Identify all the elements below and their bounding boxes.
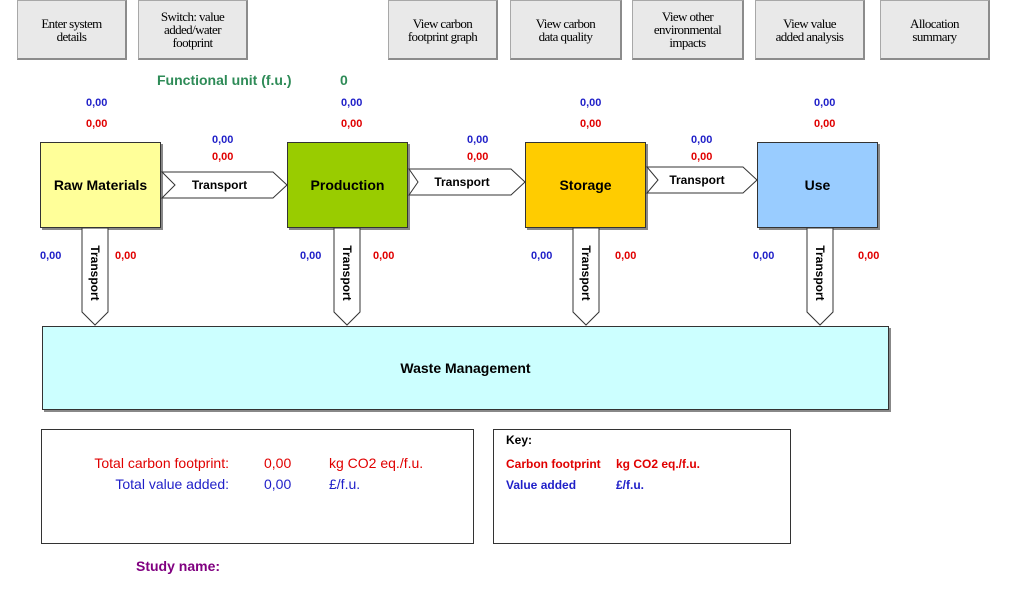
stage-label: Storage <box>559 177 612 193</box>
arrow-right-icon <box>646 166 758 194</box>
total-carbon-value: 0,00 <box>264 455 292 471</box>
key-carbon-unit: kg CO2 eq./f.u. <box>616 457 701 471</box>
stage-label: Use <box>804 177 831 193</box>
transport-carbon: 0,00 <box>467 151 489 163</box>
transport-carbon: 0,00 <box>212 151 234 163</box>
stage-value-added: 0,00 <box>341 97 363 109</box>
arrow-down-icon <box>81 228 109 326</box>
key-value-added-unit: £/f.u. <box>616 478 645 492</box>
waste-transport-carbon: 0,00 <box>858 250 880 262</box>
waste-transport-value-added: 0,00 <box>753 250 775 262</box>
transport-label: Transport <box>669 173 725 187</box>
transport-label: Transport <box>88 245 102 301</box>
stage-value-added: 0,00 <box>814 97 836 109</box>
stage-carbon: 0,00 <box>341 118 363 130</box>
waste-transport-arrow[interactable]: Transport <box>806 228 834 326</box>
stage-label: Raw Materials <box>53 177 148 193</box>
total-carbon-unit: kg CO2 eq./f.u. <box>329 455 424 471</box>
transport-label: Transport <box>191 178 248 192</box>
waste-management-box[interactable]: Waste Management <box>42 326 889 410</box>
waste-transport-carbon: 0,00 <box>615 250 637 262</box>
total-value-added-unit: £/f.u. <box>329 476 361 492</box>
arrow-down-icon <box>806 228 834 326</box>
waste-transport-arrow[interactable]: Transport <box>333 228 361 326</box>
transport-label: Transport <box>340 245 354 301</box>
transport-value-added: 0,00 <box>212 134 234 146</box>
enter-system-details-button[interactable]: Enter system details <box>17 0 127 60</box>
view-value-added-analysis-button[interactable]: View value added analysis <box>755 0 865 60</box>
waste-transport-value-added: 0,00 <box>300 250 322 262</box>
allocation-summary-button[interactable]: Allocation summary <box>880 0 990 60</box>
transport-label: Transport <box>434 175 490 189</box>
transport-arrow[interactable]: Transport <box>646 166 758 194</box>
functional-unit-label: Functional unit (f.u.) <box>157 72 292 88</box>
transport-arrow[interactable]: Transport <box>161 171 288 199</box>
key-panel: Key: Carbon footprint kg CO2 eq./f.u. Va… <box>493 429 791 544</box>
waste-transport-arrow[interactable]: Transport <box>572 228 600 326</box>
transport-value-added: 0,00 <box>691 134 713 146</box>
arrow-right-icon <box>161 171 288 199</box>
stage-value-added: 0,00 <box>580 97 602 109</box>
stage-carbon: 0,00 <box>814 118 836 130</box>
transport-label: Transport <box>579 245 593 301</box>
stage-use[interactable]: Use <box>757 142 878 228</box>
waste-transport-value-added: 0,00 <box>40 250 62 262</box>
waste-transport-arrow[interactable]: Transport <box>81 228 109 326</box>
view-carbon-data-quality-button[interactable]: View carbon data quality <box>510 0 622 60</box>
stage-storage[interactable]: Storage <box>525 142 646 228</box>
key-title: Key: <box>506 433 533 447</box>
arrow-down-icon <box>333 228 361 326</box>
waste-transport-carbon: 0,00 <box>373 250 395 262</box>
total-value-added-label: Total value added: <box>115 476 229 492</box>
total-value-added-value: 0,00 <box>264 476 292 492</box>
study-name-label: Study name: <box>136 558 221 574</box>
transport-label: Transport <box>813 245 827 301</box>
stage-label: Production <box>310 177 385 193</box>
stage-production[interactable]: Production <box>287 142 408 228</box>
view-other-environmental-impacts-button[interactable]: View other environmental impacts <box>632 0 744 60</box>
view-carbon-footprint-graph-button[interactable]: View carbon footprint graph <box>388 0 498 60</box>
transport-arrow[interactable]: Transport <box>408 168 526 196</box>
totals-panel: Total carbon footprint: 0,00 kg CO2 eq./… <box>41 429 474 544</box>
key-value-added-label: Value added <box>506 478 577 492</box>
stage-carbon: 0,00 <box>86 118 108 130</box>
stage-raw-materials[interactable]: Raw Materials <box>40 142 161 228</box>
arrow-right-icon <box>408 168 526 196</box>
waste-management-label: Waste Management <box>400 360 531 376</box>
total-carbon-label: Total carbon footprint: <box>94 455 229 471</box>
key-carbon-label: Carbon footprint <box>506 457 601 471</box>
transport-carbon: 0,00 <box>691 151 713 163</box>
transport-value-added: 0,00 <box>467 134 489 146</box>
switch-value-added-water-footprint-button[interactable]: Switch: value added/water footprint <box>138 0 248 60</box>
waste-transport-value-added: 0,00 <box>531 250 553 262</box>
stage-value-added: 0,00 <box>86 97 108 109</box>
waste-transport-carbon: 0,00 <box>115 250 137 262</box>
stage-carbon: 0,00 <box>580 118 602 130</box>
functional-unit-value: 0 <box>340 72 348 88</box>
arrow-down-icon <box>572 228 600 326</box>
